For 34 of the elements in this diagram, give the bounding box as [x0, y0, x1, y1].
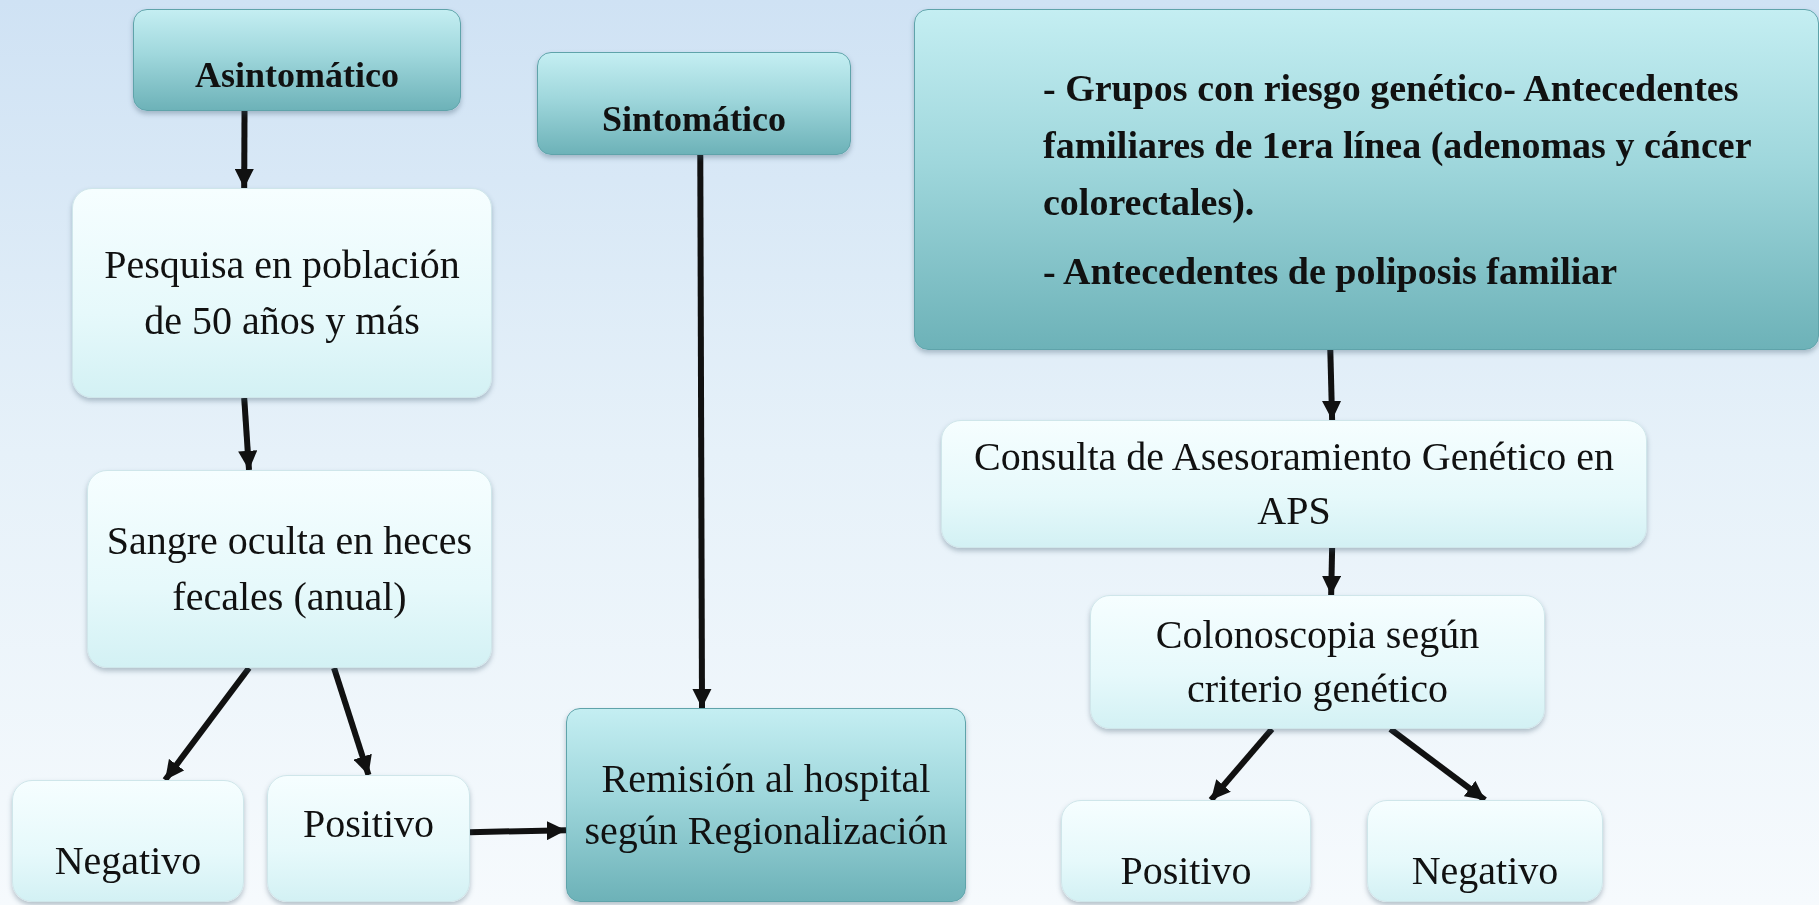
process-box [1061, 800, 1311, 902]
arrow [238, 397, 258, 471]
box-text: Positivo [1120, 847, 1252, 895]
process-box [941, 420, 1647, 548]
box-text: Negativo [1411, 847, 1559, 895]
box-text: Pesquisa en población de 50 años y más [103, 241, 461, 345]
process-box [267, 775, 470, 902]
process-box [914, 9, 1819, 350]
process-box [12, 780, 244, 902]
arrow [1322, 349, 1342, 421]
process-box [566, 708, 966, 902]
box-text: Remisión al hospital según Regionalización [583, 755, 949, 855]
process-box [72, 188, 492, 398]
arrow [1208, 727, 1275, 802]
process-box [1367, 800, 1603, 902]
box-text: Consulta de Asesoramiento Genético en APS [973, 433, 1615, 535]
box-text: - Antecedentes de poliposis familiar [1043, 248, 1618, 294]
process-box [1090, 595, 1545, 729]
box-text: Negativo [54, 837, 202, 885]
box-text: Colonoscopia según criterio genético [1154, 611, 1481, 713]
arrow [469, 821, 567, 841]
arrow [162, 666, 252, 782]
box-text: Asintomático [195, 54, 399, 97]
arrow [692, 155, 712, 708]
box-text: Sangre oculta en heces fecales (anual) [105, 517, 474, 621]
arrow [331, 667, 372, 776]
process-box [87, 470, 492, 668]
process-box [133, 9, 461, 111]
process-box [537, 52, 851, 155]
box-text: Positivo [302, 799, 435, 848]
box-text: - Grupos con riesgo genético- Antecedentes familiares de 1era línea (adenomas y cáncer colorectales). [1043, 65, 1752, 225]
arrow [1321, 547, 1342, 596]
box-text: Sintomático [602, 97, 786, 141]
arrow [234, 111, 254, 188]
